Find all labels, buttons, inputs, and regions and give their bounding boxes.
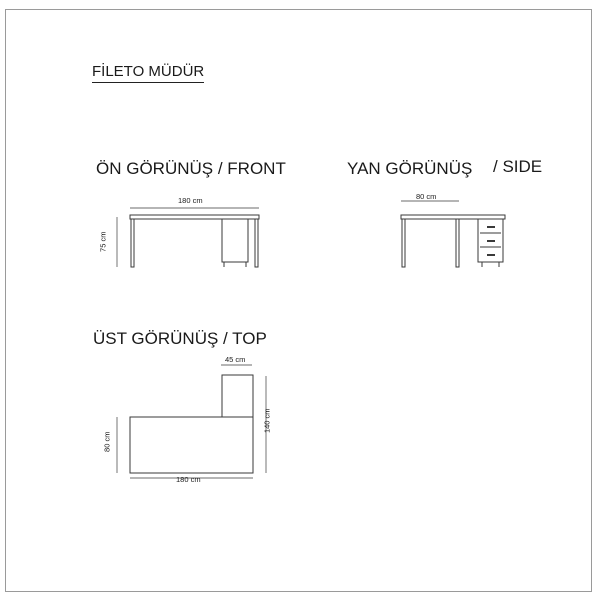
top-total-depth-dimension: 140 cm (262, 408, 272, 434)
front-height-dimension: 75 cm (98, 231, 108, 252)
top-desk-width-dimension: 180 cm (176, 475, 201, 484)
side-view-label: YAN GÖRÜNÜŞ (347, 159, 473, 178)
drawing-frame (5, 9, 592, 592)
top-view-drawing (116, 364, 267, 479)
page-title: FİLETO MÜDÜR (92, 64, 205, 83)
top-view-label: ÜST GÖRÜNÜŞ / TOP (93, 329, 267, 348)
front-view-drawing (116, 207, 260, 268)
side-view-label-suffix: / SIDE (493, 157, 543, 176)
top-desk-depth-dimension: 80 cm (102, 431, 112, 452)
side-depth-dimension: 80 cm (416, 192, 437, 201)
top-return-width-dimension: 45 cm (225, 355, 246, 364)
front-view-label: ÖN GÖRÜNÜŞ / FRONT (96, 159, 286, 178)
front-width-dimension: 180 cm (178, 196, 203, 205)
side-view-drawing (400, 200, 506, 268)
